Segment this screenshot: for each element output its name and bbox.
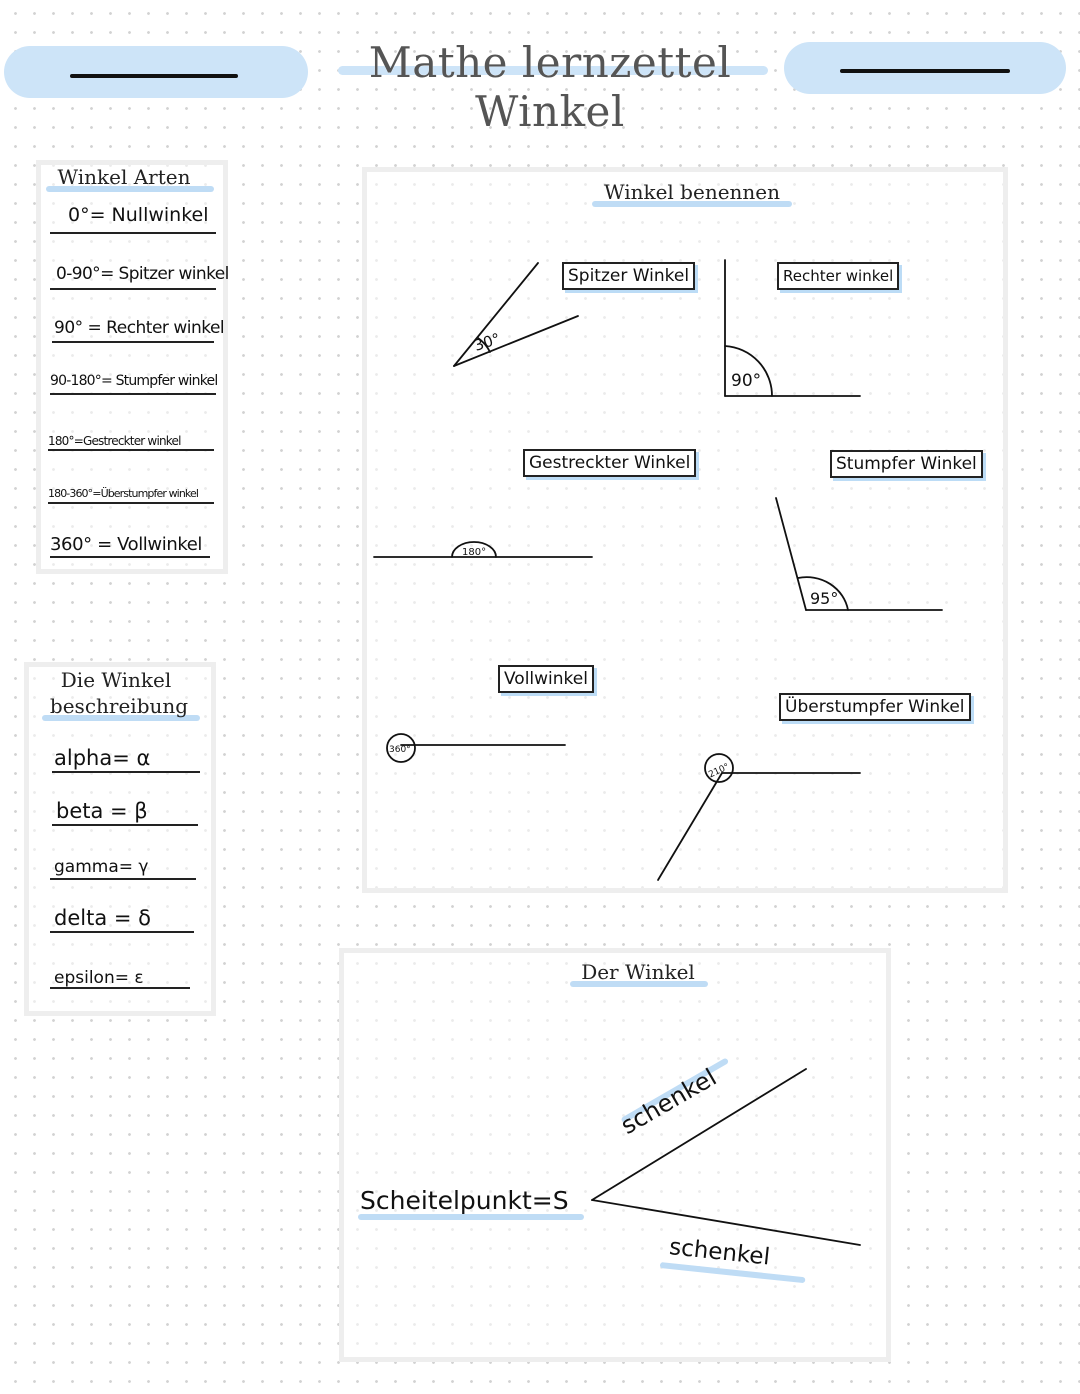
angle-value-95: 95° — [810, 589, 838, 608]
benennen-heading: Winkel benennen — [603, 180, 781, 204]
arten-item-4: 180°=Gestreckter winkel — [48, 434, 181, 448]
beschreibung-heading-highlight — [42, 715, 200, 721]
winkel-arten-card — [36, 160, 228, 574]
label-ueberstumpfer: Überstumpfer Winkel — [779, 693, 971, 721]
label-voll: Vollwinkel — [498, 665, 594, 693]
beschreibung-item-epsilon: epsilon= ε — [54, 968, 144, 988]
page-title: Mathe lernzettel Winkel — [368, 38, 732, 136]
beschreibung-item-alpha: alpha= α — [54, 746, 151, 770]
arten-rule-0 — [50, 232, 216, 234]
arten-rule-6 — [50, 556, 210, 558]
arten-item-3: 90-180°= Stumpfer winkel — [50, 373, 218, 389]
arten-item-2: 90° = Rechter winkel — [54, 318, 225, 338]
full-angle-drawing — [386, 733, 566, 763]
arten-rule-1 — [50, 288, 216, 290]
beschreibung-item-beta: beta = β — [56, 799, 148, 823]
arten-item-1: 0-90°= Spitzer winkel — [56, 264, 229, 284]
beschreibung-rule-0 — [52, 771, 200, 773]
arten-item-5: 180-360°=Überstumpfer winkel — [48, 487, 199, 500]
reflex-angle-drawing — [657, 753, 861, 881]
beschreibung-rule-4 — [50, 987, 190, 989]
angle-parts-drawing — [591, 1068, 861, 1246]
arten-rule-5 — [48, 502, 214, 504]
der-winkel-card — [339, 948, 891, 1362]
obtuse-angle-drawing — [775, 497, 943, 611]
label-stumpfer: Stumpfer Winkel — [830, 450, 983, 478]
angle-value-360: 360° — [389, 745, 411, 755]
label-rechter: Rechter winkel — [777, 262, 900, 290]
header-pill-left — [4, 46, 308, 98]
header-line-right — [840, 69, 1010, 73]
beschreibung-heading-line1: Die Winkel — [60, 668, 172, 692]
header-pill-right — [784, 42, 1066, 94]
acute-angle-drawing — [453, 262, 579, 367]
beschreibung-rule-2 — [50, 878, 196, 880]
beschreibung-item-gamma: gamma= γ — [54, 857, 149, 877]
der-winkel-heading-highlight — [570, 981, 708, 987]
label-spitzer: Spitzer Winkel — [562, 262, 696, 290]
beschreibung-rule-3 — [50, 931, 194, 933]
benennen-heading-highlight — [592, 201, 792, 207]
beschreibung-card — [24, 662, 216, 1016]
angle-value-30: 30° — [472, 329, 503, 354]
title-highlight — [338, 66, 768, 75]
beschreibung-item-delta: delta = δ — [54, 906, 151, 930]
scheitelpunkt-label: Scheitelpunkt=S — [360, 1186, 569, 1215]
beschreibung-heading-line2: beschreibung — [49, 694, 189, 718]
arten-item-0: 0°= Nullwinkel — [68, 204, 209, 226]
label-gestreckter: Gestreckter Winkel — [523, 449, 697, 477]
winkel-arten-heading: Winkel Arten — [57, 165, 191, 189]
right-angle-drawing — [724, 259, 861, 397]
arten-rule-3 — [50, 393, 216, 395]
header-line-left — [70, 74, 238, 78]
winkel-arten-heading-highlight — [46, 186, 214, 192]
arten-rule-2 — [52, 341, 214, 343]
der-winkel-heading: Der Winkel — [581, 960, 695, 984]
straight-angle-drawing — [373, 541, 593, 558]
arten-item-6: 360° = Vollwinkel — [50, 534, 203, 555]
arten-rule-4 — [48, 449, 214, 451]
angle-value-90: 90° — [731, 371, 761, 391]
scheitelpunkt-highlight — [358, 1214, 584, 1220]
angle-value-180: 180° — [462, 547, 486, 558]
beschreibung-rule-1 — [52, 824, 198, 826]
